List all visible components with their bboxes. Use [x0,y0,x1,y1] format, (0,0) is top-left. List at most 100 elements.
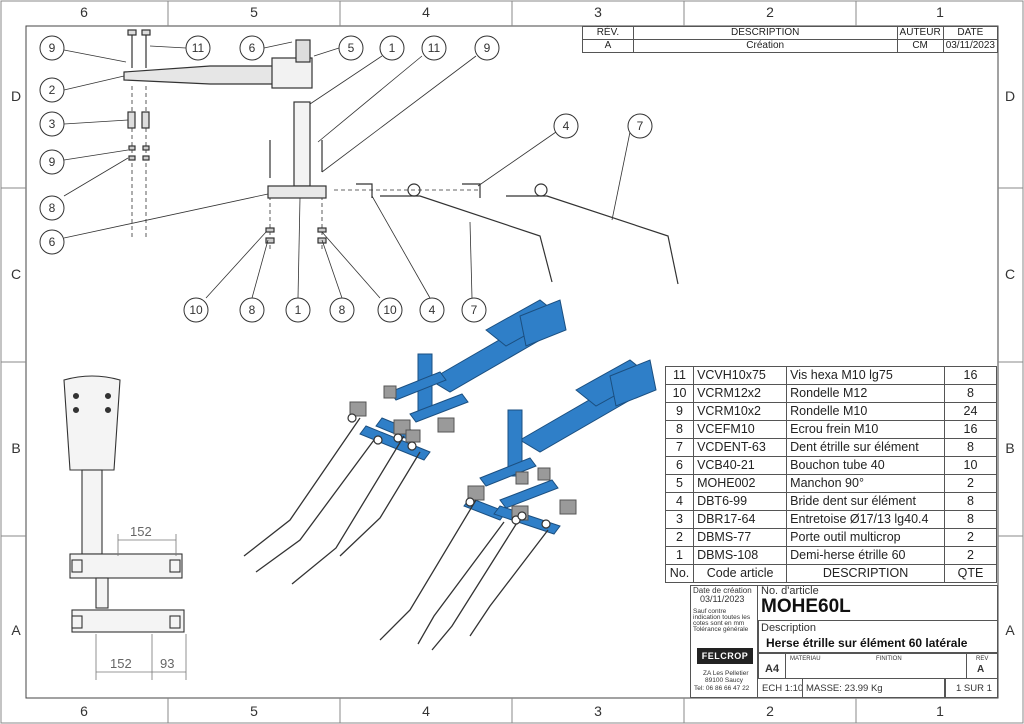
dimension-152-top: 152 [130,524,152,539]
bom-cell: DBMS-77 [693,528,788,547]
mass-divider [802,679,998,698]
callout-c-8a: 8 [48,201,56,215]
bom-header-cell: QTE [943,564,998,583]
callout-c-5: 5 [347,41,355,55]
demi-herse-base [267,185,327,199]
finition-label: FINITION [876,656,902,662]
rev-cell: 03/11/2023 [942,39,999,53]
rev-box [966,653,998,679]
note-line-1: Sauf contre [693,608,727,615]
rev-header-date: DATE [942,26,999,40]
address-line-2: 89100 Saucy [705,677,743,684]
bom-cell: 2 [943,546,998,565]
zone-row-c-right: C [1004,266,1016,282]
bom-cell: 2 [943,528,998,547]
bom-cell: 4 [664,492,695,511]
bom-cell: 10 [664,384,695,403]
bom-cell: Bouchon tube 40 [786,456,945,475]
address-line-1: ZA Les Pelletier [703,670,749,677]
rev-cell: Création [632,39,898,53]
zone-col-5: 5 [250,4,258,20]
rev-label: REV [976,656,989,662]
iso-assembly-1 [243,299,567,585]
zone-col-4-bottom: 4 [422,703,430,719]
sheet-divider [944,679,946,698]
bom-cell: VCVH10x75 [693,366,788,385]
zone-col-6: 6 [80,4,88,20]
bom-cell: 6 [664,456,695,475]
dimension-lines [95,534,187,680]
description-text: Herse étrille sur élément 60 latérale [766,636,968,650]
leader-lines [63,41,631,299]
format: A4 [765,663,780,675]
article-number: MOHE60L [761,596,851,617]
bom-cell: 16 [943,420,998,439]
callout-c-9b: 9 [483,41,491,55]
bom-cell: Bride dent sur élément [786,492,945,511]
zone-col-2: 2 [766,4,774,20]
manchon-part [271,57,313,89]
zone-col-5-bottom: 5 [250,703,258,719]
bom-cell: 8 [943,384,998,403]
zone-row-c: C [10,266,22,282]
bom-cell: DBR17-64 [693,510,788,529]
callout-c-9a: 9 [48,41,56,55]
note-line-3: cotes sont en mm [693,620,745,627]
bom-cell: 24 [943,402,998,421]
bom-cell: 8 [943,510,998,529]
side-view [63,375,185,633]
bom-cell: Entretoise Ø17/13 lg40.4 [786,510,945,529]
bom-cell: 2 [943,474,998,493]
callout-c-4b: 4 [428,303,436,317]
exploded-view [123,29,679,285]
sheet-number: 1 SUR 1 [956,683,992,694]
bom-cell: DBMS-108 [693,546,788,565]
mass: MASSE: 23.99 Kg [806,683,883,694]
callout-c-2: 2 [48,83,56,97]
revision-table: RÉV. DESCRIPTION AUTEUR DATE A Création … [582,26,999,53]
iso-assembly-2 [379,359,657,651]
zone-row-d-right: D [1004,88,1016,104]
bom-cell: 8 [943,492,998,511]
zone-row-b-right: B [1005,440,1015,456]
bom-cell: 3 [664,510,695,529]
title-block-desc-box [758,620,998,653]
callout-c-11a: 11 [191,41,205,55]
title-block-left [690,585,758,698]
phone: Tel: 06 86 66 47 22 [694,685,750,692]
callout-c-10b: 10 [383,303,397,317]
bom-cell: Rondelle M12 [786,384,945,403]
callout-c-3: 3 [48,117,56,131]
zone-row-d: D [10,88,22,104]
bom-header-cell: Code article [693,564,788,583]
bom-cell: 16 [943,366,998,385]
bom-cell: 5 [664,474,695,493]
bom-cell: VCDENT-63 [693,438,788,457]
callout-c-7a: 7 [636,119,644,133]
callout-c-11b: 11 [427,41,441,55]
callout-c-1a: 1 [388,41,396,55]
zone-row-a-right: A [1005,622,1015,638]
demi-herse-tube [293,101,311,187]
bom-cell: Ecrou frein M10 [786,420,945,439]
materiau-label: MATERIAU [790,656,821,662]
bom-cell: DBT6-99 [693,492,788,511]
bom-cell: Rondelle M10 [786,402,945,421]
callout-balloons [39,35,653,323]
dimension-152-bottom: 152 [110,656,132,671]
rev-header-description: DESCRIPTION [632,26,898,40]
bom-cell: VCB40-21 [693,456,788,475]
bom-cell: 11 [664,366,695,385]
creation-date: 03/11/2023 [700,594,745,604]
bom-cell: Manchon 90° [786,474,945,493]
bom-cell: 8 [943,438,998,457]
